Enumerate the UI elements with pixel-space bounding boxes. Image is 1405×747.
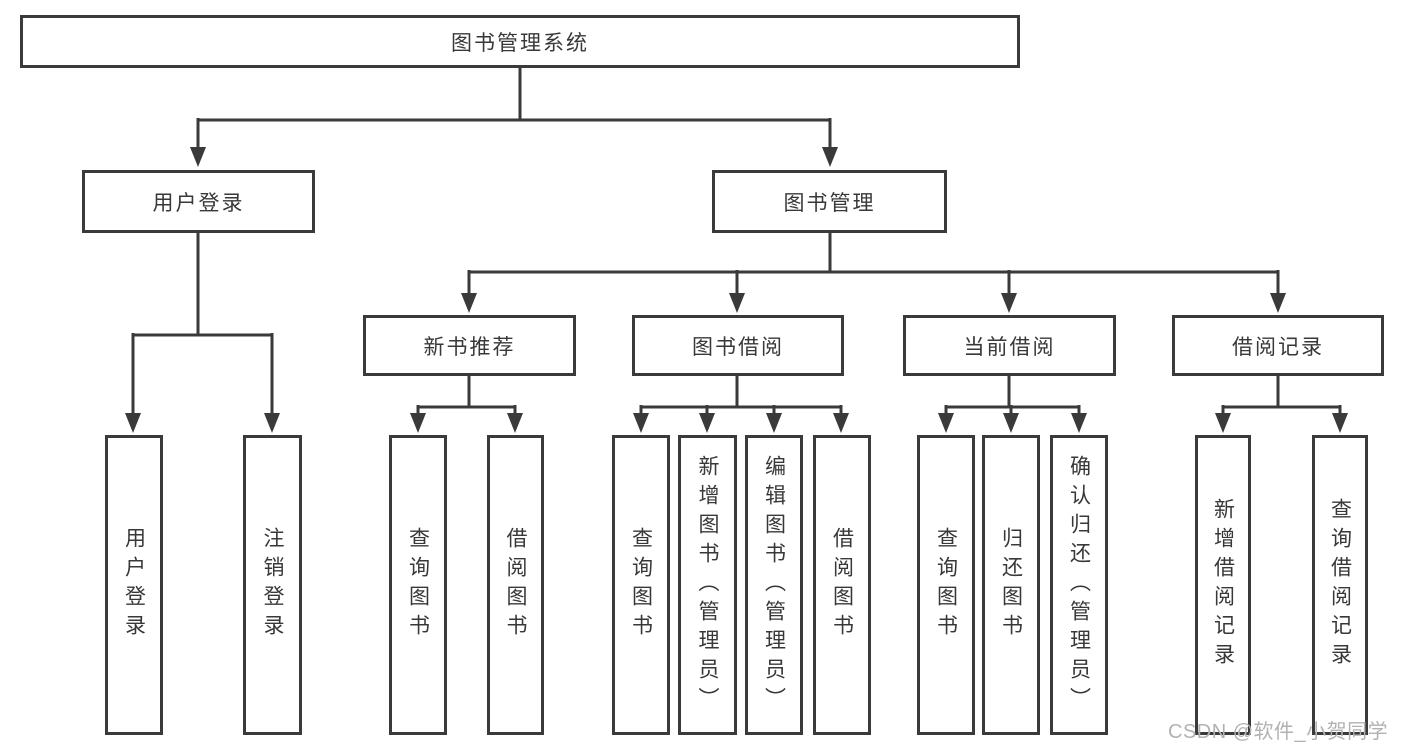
leaf-add-borrow-record: 新增借阅记录 (1195, 435, 1251, 735)
leaf-return-books: 归还图书 (982, 435, 1040, 735)
leaf-query-borrow-record: 查询借阅记录 (1312, 435, 1368, 735)
node-new-book-recommendation: 新书推荐 (363, 315, 576, 376)
leaf-borrow-books-recommend: 借阅图书 (487, 435, 544, 735)
connector-book-management-children (461, 231, 1286, 313)
node-borrowing-records: 借阅记录 (1172, 315, 1384, 376)
node-label: 查询借阅记录 (1328, 498, 1352, 672)
node-label: 新增图书（管理员） (696, 454, 719, 716)
connector-new-book-children (410, 374, 523, 433)
node-label: 用户登录 (122, 527, 146, 643)
node-book-management: 图书管理 (712, 170, 947, 233)
node-label: 借阅图书 (830, 527, 854, 643)
node-label: 图书管理系统 (451, 31, 589, 55)
node-user-login: 用户登录 (82, 170, 315, 233)
node-label: 查询图书 (406, 527, 430, 643)
node-system-root: 图书管理系统 (20, 15, 1020, 68)
leaf-confirm-return-admin: 确认归还（管理员） (1050, 435, 1108, 735)
node-current-borrowing: 当前借阅 (903, 315, 1116, 376)
node-label: 查询图书 (934, 527, 958, 643)
node-label: 归还图书 (999, 527, 1023, 643)
node-book-borrowing: 图书借阅 (632, 315, 844, 376)
leaf-edit-books-admin: 编辑图书（管理员） (745, 435, 803, 735)
leaf-user-login: 用户登录 (105, 435, 163, 735)
node-label: 借阅记录 (1232, 335, 1324, 359)
leaf-query-books-borrowing: 查询图书 (612, 435, 670, 735)
node-label: 新书推荐 (423, 335, 516, 359)
connector-root-to-level2 (190, 66, 838, 167)
node-label: 借阅图书 (504, 527, 527, 643)
connector-current-borrowing-children (938, 374, 1087, 433)
node-label: 注销登录 (261, 527, 284, 643)
leaf-query-books-current: 查询图书 (917, 435, 975, 735)
csdn-watermark: CSDN @软件_小贺同学 (1168, 721, 1389, 743)
node-label: 查询图书 (629, 527, 653, 643)
leaf-borrow-books: 借阅图书 (813, 435, 871, 735)
node-label: 图书借阅 (692, 335, 784, 359)
connector-borrowing-records-children (1215, 374, 1348, 433)
leaf-logout: 注销登录 (243, 435, 302, 735)
leaf-query-books-recommend: 查询图书 (389, 435, 447, 735)
node-label: 用户登录 (152, 191, 245, 215)
node-label: 当前借阅 (963, 335, 1056, 359)
node-label: 新增借阅记录 (1211, 498, 1235, 672)
node-label: 确认归还（管理员） (1067, 454, 1091, 716)
leaf-add-books-admin: 新增图书（管理员） (678, 435, 737, 735)
connector-user-login-children (125, 231, 280, 433)
connector-book-borrowing-children (633, 374, 849, 433)
node-label: 编辑图书（管理员） (762, 454, 786, 716)
node-label: 图书管理 (783, 191, 876, 215)
